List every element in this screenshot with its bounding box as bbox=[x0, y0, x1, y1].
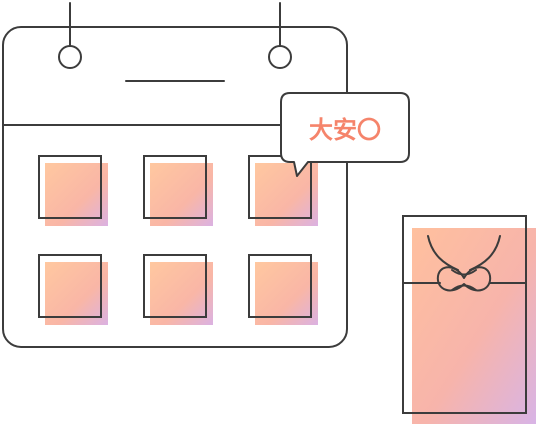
calendar-ring-left bbox=[58, 2, 82, 69]
speech-bubble: 大安〇 bbox=[280, 92, 410, 177]
calendar-grid bbox=[38, 155, 318, 325]
bubble-text: 大安〇 bbox=[309, 116, 381, 144]
calendar-ring-right bbox=[268, 2, 292, 69]
mizuhiki-knot-icon bbox=[402, 235, 527, 292]
calendar-day-cell bbox=[143, 155, 213, 226]
calendar-day-cell bbox=[248, 155, 318, 226]
calendar-day-cell bbox=[38, 254, 108, 325]
gift-envelope-icon bbox=[402, 215, 536, 424]
calendar-frame bbox=[2, 26, 348, 348]
calendar-day-cell bbox=[143, 254, 213, 325]
calendar-day-cell bbox=[38, 155, 108, 226]
calendar-day-cell bbox=[248, 254, 318, 325]
